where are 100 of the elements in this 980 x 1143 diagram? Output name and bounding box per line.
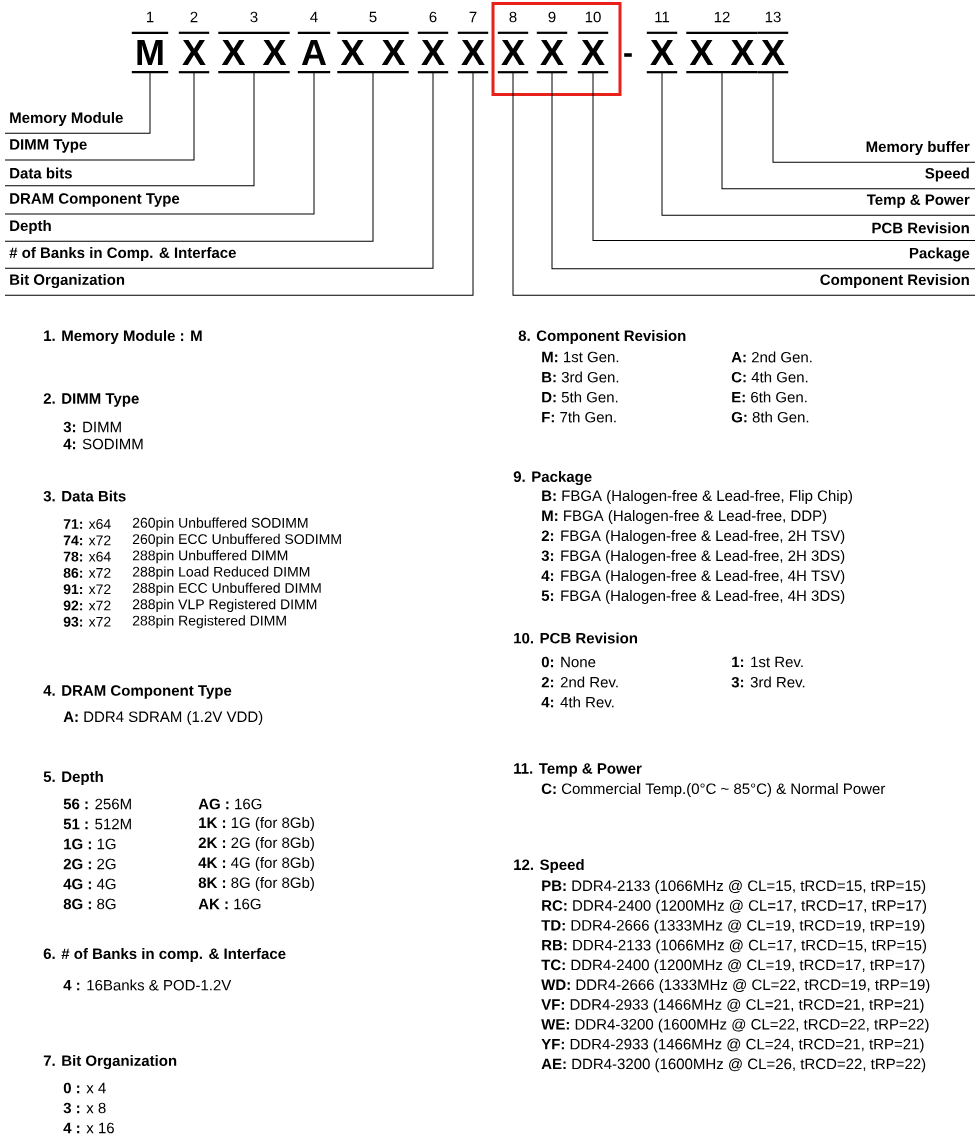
- code-entry: 260pin ECC Unbuffered SODIMM: [132, 533, 341, 547]
- separator-dash: -: [624, 53, 632, 57]
- position-number: 1: [147, 11, 154, 23]
- field-label: PCB Revision: [872, 222, 969, 234]
- code-entry: B: 3rd Gen.: [542, 371, 619, 383]
- code-entry: WE: DDR4-3200 (1600MHz @ CL=22, tRCD=22, tRP=22): [541, 1018, 929, 1033]
- position-number: 8: [509, 11, 517, 23]
- code-entry: 0: None: [541, 656, 596, 668]
- code-entry: 4G : 4G: [63, 878, 116, 890]
- field-label: Bit Organization: [10, 274, 125, 289]
- code-entry: 288pin ECC Unbuffered DIMM: [132, 582, 321, 596]
- code-entry: 288pin Unbuffered DIMM: [132, 550, 288, 564]
- position-number: 2: [190, 11, 198, 23]
- code-entry: 4 : x 16: [63, 1122, 114, 1134]
- code-entry: B: FBGA (Halogen-free & Lead-free, Flip Chip): [542, 490, 852, 504]
- code-character: X X: [686, 31, 758, 74]
- section-heading: 9. Package: [513, 471, 592, 486]
- section-heading: 3. Data Bits: [43, 490, 126, 502]
- field-label: Temp & Power: [866, 194, 970, 208]
- code-entry: YF: DDR4-2933 (1466MHz @ CL=24, tRCD=21, tRP=21): [541, 1038, 924, 1053]
- field-label: Memory Module: [10, 112, 123, 126]
- code-entry: 1: 1st Rev.: [732, 656, 803, 668]
- leader-line: [4, 71, 474, 296]
- code-entry: PB: DDR4-2133 (1066MHz @ CL=15, tRCD=15, tRP=15): [542, 880, 926, 894]
- position-number: 6: [429, 11, 437, 23]
- field-label: Package: [909, 247, 970, 262]
- leader-line: [4, 71, 255, 187]
- code-character: X: [646, 31, 678, 74]
- field-label: DIMM Type: [10, 139, 87, 153]
- code-entry: 71: x64: [63, 519, 111, 529]
- code-character: X: [417, 31, 449, 74]
- code-character: M: [131, 31, 169, 74]
- leader-line: [4, 71, 195, 161]
- code-entry: A: 2nd Gen.: [731, 351, 812, 363]
- code-entry: 3: 3rd Rev.: [731, 676, 805, 688]
- code-entry: 3: DIMM: [63, 421, 121, 433]
- section-heading: 1. Memory Module : M: [44, 330, 202, 344]
- position-number: 13: [765, 11, 781, 23]
- section-heading: 11. Temp & Power: [514, 763, 642, 777]
- field-label: Speed: [925, 167, 969, 182]
- code-entry: AK : 16G: [198, 898, 261, 910]
- code-entry: 260pin Unbuffered SODIMM: [132, 517, 308, 531]
- code-entry: 92: x72: [63, 600, 111, 611]
- field-label: DRAM Component Type: [10, 193, 180, 207]
- code-entry: 288pin VLP Registered DIMM: [132, 599, 317, 613]
- code-entry: 4 : 16Banks & POD-1.2V: [63, 979, 232, 991]
- section-heading: 10. PCB Revision: [514, 632, 638, 644]
- code-entry: 8G : 8G: [63, 898, 116, 910]
- code-entry: G: 8th Gen.: [731, 411, 809, 423]
- position-number: 3: [250, 11, 258, 23]
- code-entry: 2: 2nd Rev.: [541, 676, 618, 688]
- code-entry: 78: x64: [63, 551, 111, 562]
- code-entry: D: 5th Gen.: [542, 391, 618, 403]
- code-entry: F: 7th Gen.: [542, 411, 616, 423]
- code-entry: 3: FBGA (Halogen-free & Lead-free, 2H 3DS): [541, 550, 845, 564]
- code-entry: 74: x72: [63, 535, 111, 546]
- code-entry: 8K : 8G (for 8Gb): [198, 877, 314, 891]
- position-number: 9: [548, 11, 556, 23]
- code-character: X X: [337, 31, 409, 74]
- code-entry: 0 : x 4: [63, 1082, 106, 1094]
- field-label: # of Banks in Comp. & Interface: [9, 247, 236, 261]
- leader-line: [4, 71, 151, 134]
- position-number: 12: [714, 11, 730, 23]
- leader-line: [551, 71, 976, 270]
- leader-line: [661, 71, 976, 216]
- code-character: X: [178, 31, 210, 74]
- code-entry: 4: FBGA (Halogen-free & Lead-free, 4H TSV): [541, 570, 845, 584]
- code-entry: 2G : 2G: [63, 858, 116, 870]
- highlight-box: [491, 2, 622, 96]
- section-heading: 7. Bit Organization: [43, 1055, 177, 1070]
- section-heading: 2. DIMM Type: [43, 393, 139, 407]
- code-entry: 3 : x 8: [63, 1102, 106, 1114]
- field-label: Component Revision: [820, 274, 969, 288]
- code-entry: C: Commercial Temp.(0°C ~ 85°C) & Normal Power: [541, 783, 886, 797]
- section-heading: 4. DRAM Component Type: [43, 685, 232, 699]
- code-entry: 288pin Load Reduced DIMM: [132, 566, 310, 580]
- code-entry: 4K : 4G (for 8Gb): [198, 857, 314, 871]
- code-entry: VF: DDR4-2933 (1466MHz @ CL=21, tRCD=21, tRP=21): [541, 998, 924, 1013]
- code-entry: M: 1st Gen.: [542, 351, 619, 363]
- position-number: 7: [469, 11, 477, 23]
- code-entry: RB: DDR4-2133 (1066MHz @ CL=17, tRCD=15, tRP=15): [542, 939, 926, 954]
- code-entry: 288pin Registered DIMM: [132, 615, 286, 629]
- leader-line: [4, 71, 374, 242]
- leader-line: [721, 71, 976, 190]
- code-entry: 56 : 256M: [63, 798, 131, 810]
- code-entry: 4: 4th Rev.: [541, 696, 614, 708]
- code-entry: 1G : 1G: [64, 838, 116, 850]
- position-number: 5: [369, 11, 377, 23]
- code-entry: AG : 16G: [198, 798, 262, 810]
- leader-line: [4, 71, 315, 215]
- leader-line: [772, 71, 976, 163]
- code-entry: 2: FBGA (Halogen-free & Lead-free, 2H TSV): [541, 530, 845, 544]
- code-entry: C: 4th Gen.: [731, 371, 808, 383]
- code-entry: E: 6th Gen.: [732, 391, 807, 403]
- field-label: Depth: [10, 220, 51, 234]
- code-entry: TC: DDR4-2400 (1200MHz @ CL=19, tRCD=17, tRP=17): [541, 959, 925, 974]
- code-character: X: [577, 31, 609, 74]
- code-entry: M: FBGA (Halogen-free & Lead-free, DDP): [542, 510, 827, 524]
- code-character: X: [757, 31, 789, 74]
- code-entry: 51 : 512M: [63, 818, 131, 830]
